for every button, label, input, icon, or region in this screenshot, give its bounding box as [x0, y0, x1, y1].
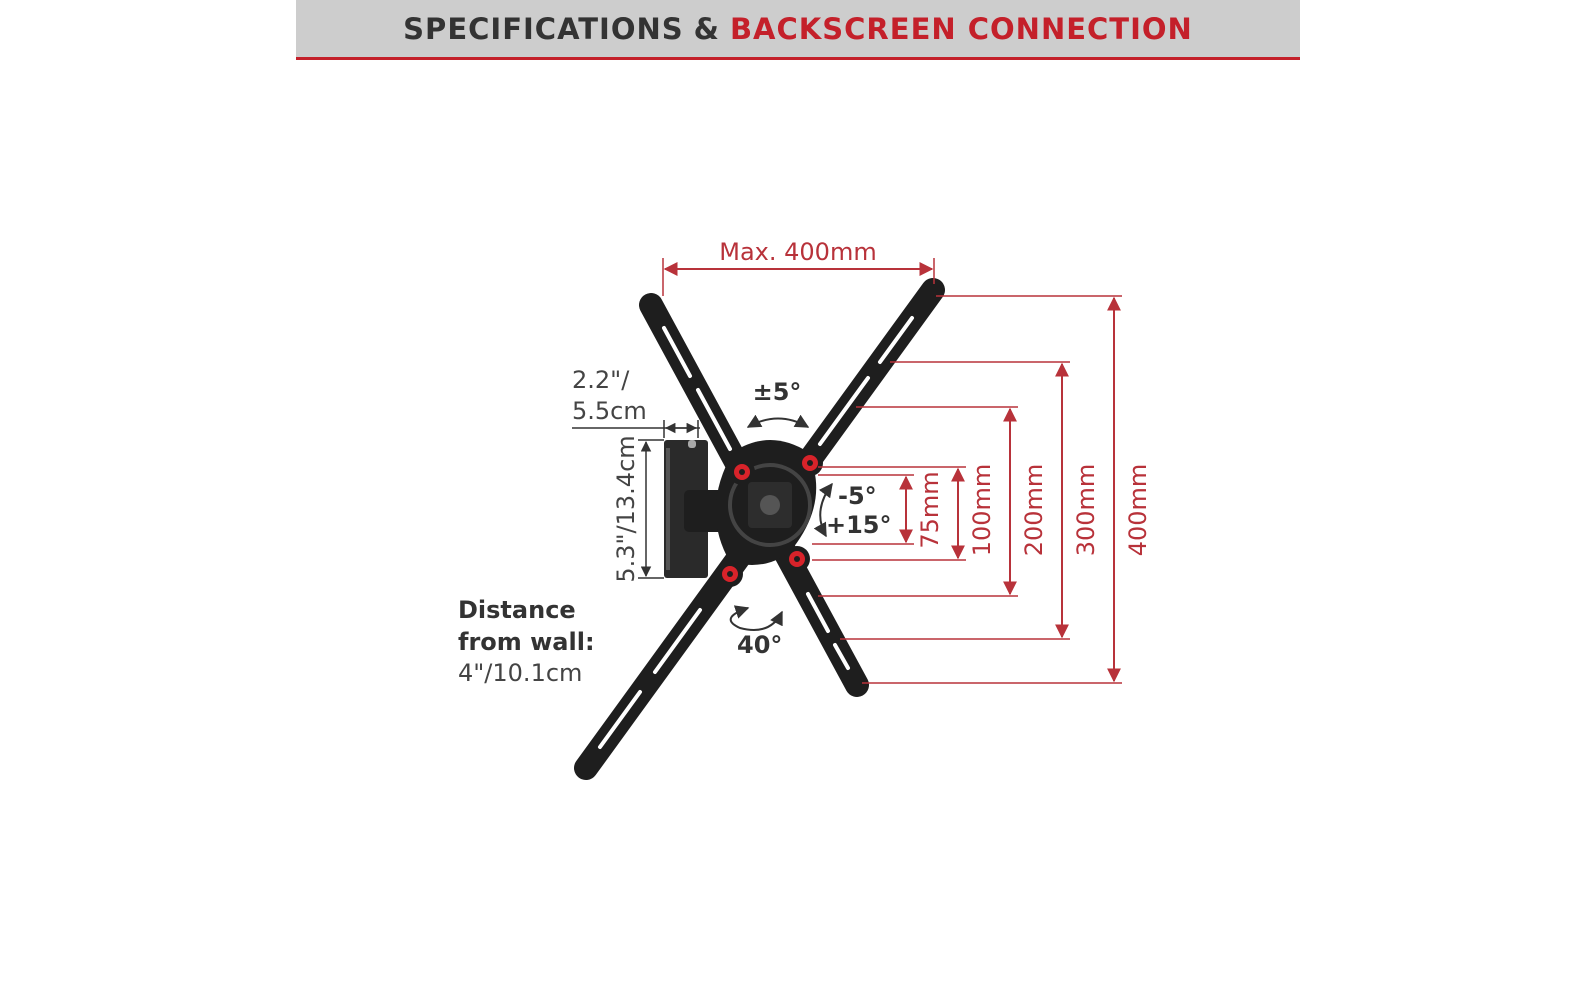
label-200mm: 200mm [1020, 464, 1048, 557]
plate-height-label: 5.3"/13.4cm [612, 435, 640, 582]
tilt-minus-label: -5° [838, 482, 877, 510]
swivel-arrow [729, 605, 783, 631]
rotation-arrow [746, 414, 810, 428]
swivel-angle-label: 40° [737, 631, 782, 659]
header-title-part2: BACKSCREEN CONNECTION [729, 11, 1193, 46]
dimension-lines [662, 258, 1122, 684]
header-title-part1: SPECIFICATIONS [403, 11, 684, 46]
label-75mm: 75mm [916, 471, 944, 548]
depth-label-line2: 5.5cm [572, 397, 647, 425]
distance-value: 4"/10.1cm [458, 659, 582, 687]
wall-plate-edge [666, 448, 670, 570]
tilt-arrow [813, 482, 833, 538]
depth-label-line1: 2.2"/ [572, 366, 630, 394]
tilt-plus-label: +15° [826, 511, 892, 539]
mounting-pads [717, 450, 823, 587]
distance-label-line1: Distance [458, 596, 576, 624]
plate-dimensions [572, 420, 700, 579]
label-400mm: 400mm [1124, 464, 1152, 557]
label-300mm: 300mm [1072, 464, 1100, 557]
rotation-angle-label: ±5° [753, 378, 802, 406]
header-ampersand: & [693, 11, 720, 46]
label-100mm: 100mm [968, 464, 996, 557]
tv-bracket [574, 278, 945, 780]
distance-label-line2: from wall: [458, 628, 595, 656]
page-header: SPECIFICATIONS & BACKSCREEN CONNECTION [296, 0, 1300, 60]
max-width-label: Max. 400mm [719, 238, 876, 266]
